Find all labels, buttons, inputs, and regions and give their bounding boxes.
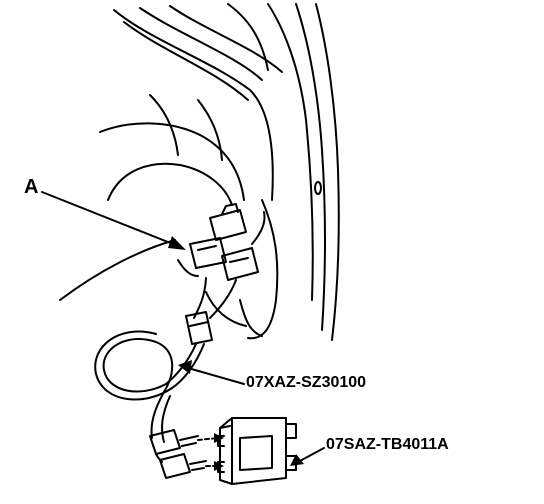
leader-arrow-harness bbox=[178, 360, 192, 374]
callout-label-a: A bbox=[24, 176, 39, 198]
leader-arrow-unit bbox=[290, 454, 304, 466]
leader-line-a bbox=[41, 191, 179, 247]
body-connector-group bbox=[177, 203, 266, 281]
leader-line-harness bbox=[187, 367, 245, 385]
wire-harness bbox=[94, 277, 237, 443]
harness-plug-upper bbox=[149, 429, 199, 455]
callout-label-harness-part-number: 07XAZ-SZ30100 bbox=[246, 374, 367, 391]
leader-line-unit bbox=[297, 447, 325, 463]
control-module bbox=[217, 417, 297, 485]
leader-arrow-a bbox=[168, 236, 186, 250]
harness-plug-lower bbox=[155, 453, 207, 479]
vehicle-body-panel bbox=[59, 3, 340, 341]
callout-label-module-part-number: 07SAZ-TB4011A bbox=[326, 436, 449, 453]
